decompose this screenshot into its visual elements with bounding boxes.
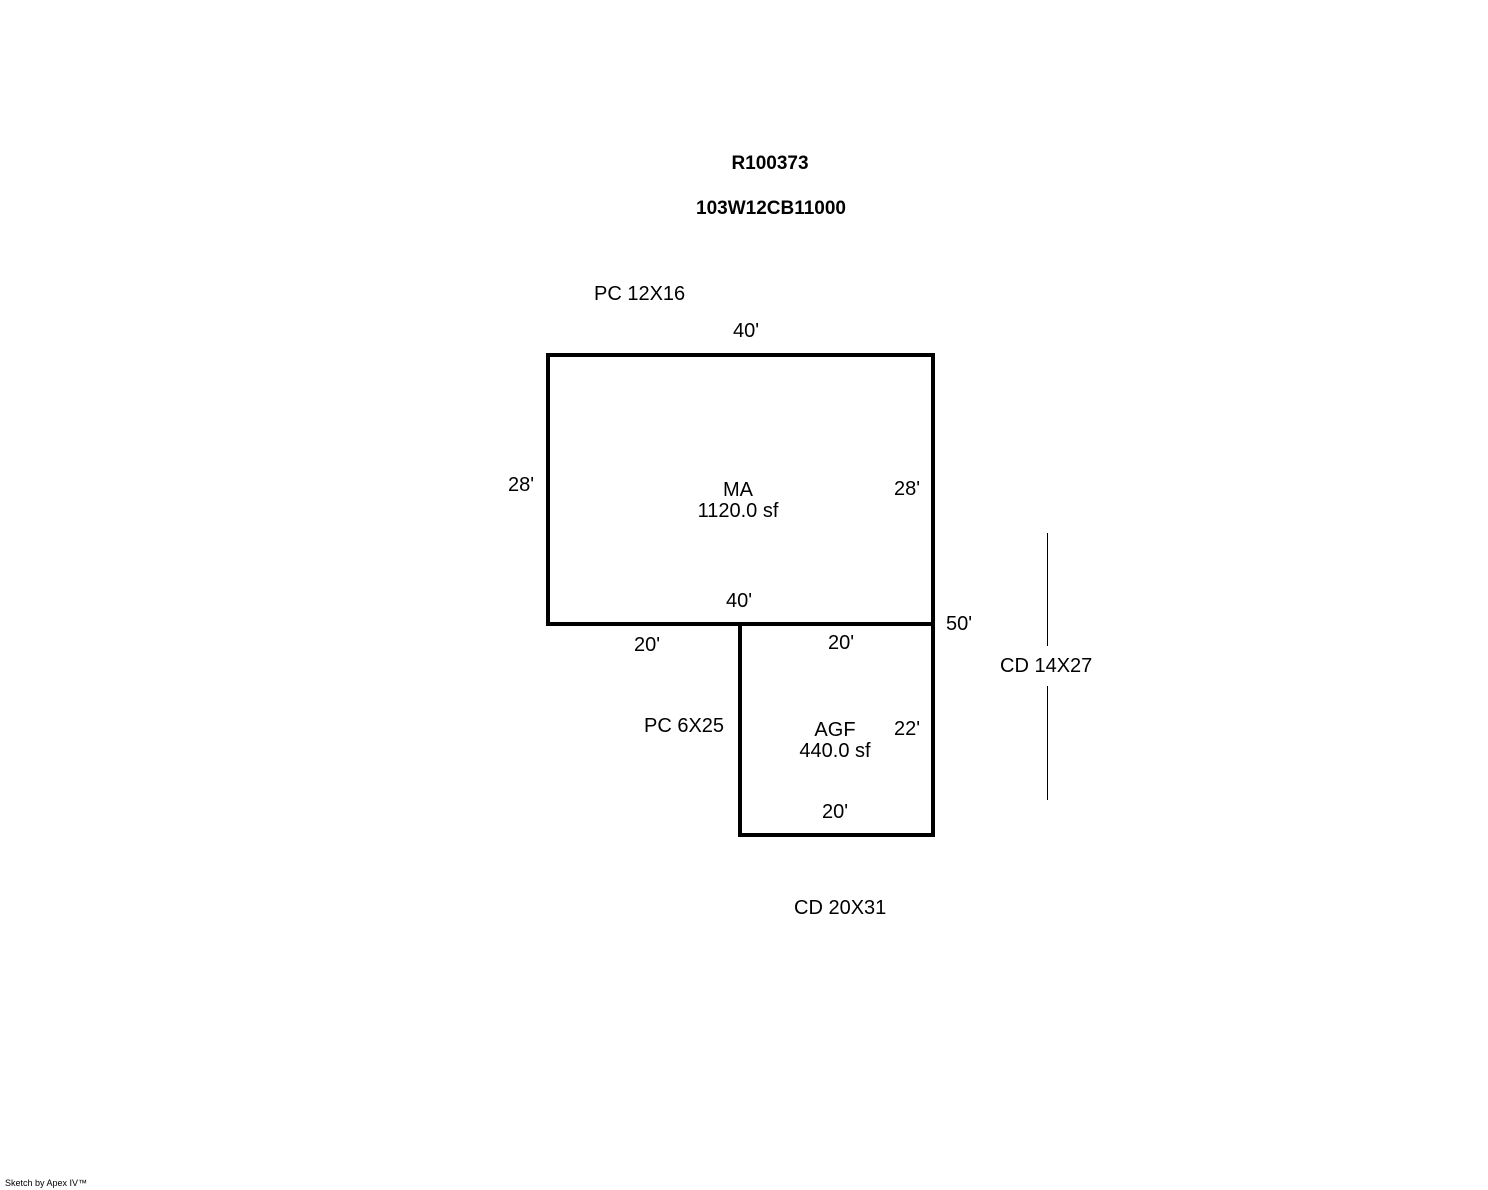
- main-area-code: MA: [723, 479, 753, 501]
- deck-marker-line-lower: [1047, 686, 1048, 800]
- garage-outline: [738, 622, 935, 837]
- map-tax-lot: 103W12CB11000: [696, 198, 846, 219]
- garage-top-dimension: 20': [827, 632, 855, 654]
- deck-label-right: CD 14X27: [1000, 655, 1093, 677]
- garage-bottom-dimension: 20': [821, 801, 849, 823]
- left-bottom-segment-dimension: 20': [633, 634, 661, 656]
- main-right-dimension: 28': [894, 478, 921, 500]
- porch-label-top: PC 12X16: [594, 283, 686, 305]
- garage-size: 440.0 sf: [799, 740, 871, 762]
- main-top-dimension: 40': [732, 320, 760, 342]
- main-bottom-dimension: 40': [725, 590, 753, 612]
- main-left-dimension: 28': [508, 474, 535, 496]
- garage-label: AGF 440.0 sf: [799, 720, 870, 762]
- main-area-label: MA 1120.0 sf: [698, 480, 779, 522]
- deck-label-bottom: CD 20X31: [794, 897, 887, 919]
- parcel-id: R100373: [731, 153, 809, 174]
- garage-code: AGF: [814, 719, 856, 741]
- main-area-size: 1120.0 sf: [697, 500, 779, 522]
- sketch-credit: Sketch by Apex IV™: [5, 1178, 88, 1188]
- deck-marker-line-upper: [1047, 533, 1048, 646]
- corner-total-dimension: 50': [946, 613, 973, 635]
- porch-label-left: PC 6X25: [644, 715, 725, 737]
- garage-right-dimension: 22': [894, 718, 921, 740]
